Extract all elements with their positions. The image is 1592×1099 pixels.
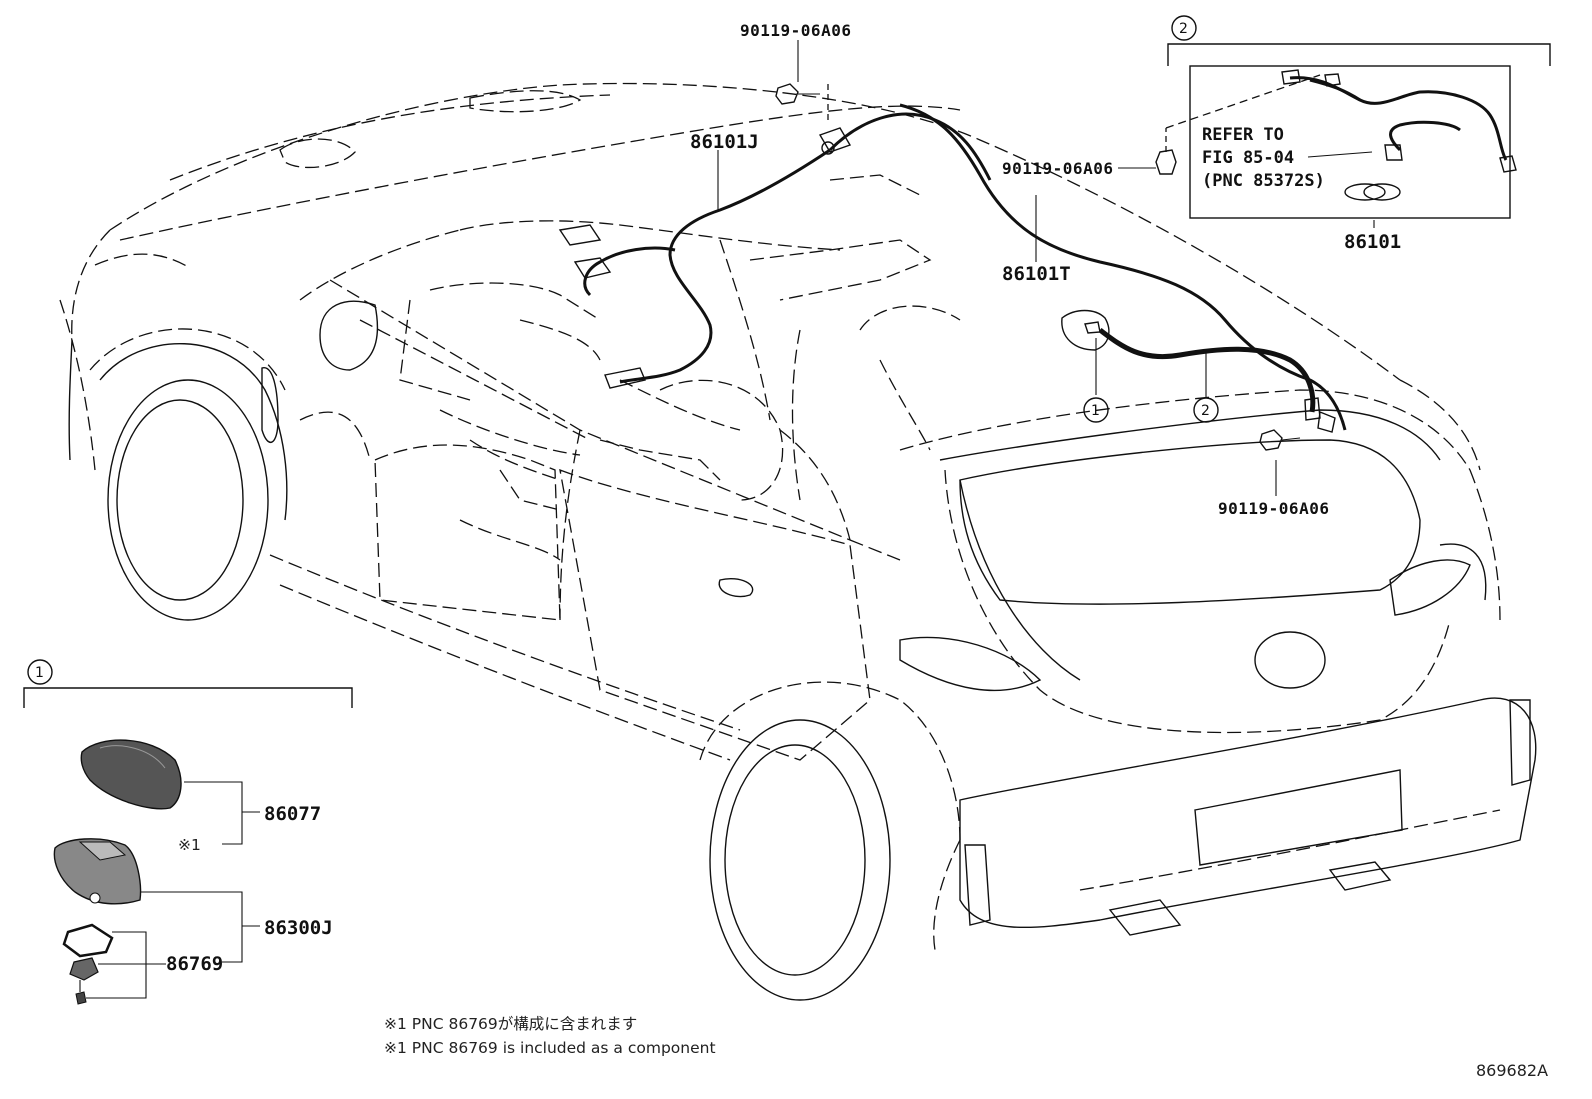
car-body-outline [59, 82, 1537, 1001]
figure-code: 869682A [1476, 1061, 1548, 1080]
label-note-mark: ※1 [178, 836, 201, 854]
callout-2-number: 2 [1201, 403, 1210, 419]
label-wire-86101j: 86101J [690, 131, 759, 153]
refer-line-3: (PNC 85372S) [1202, 171, 1325, 191]
label-bolt-mid: 90119-06A06 [1002, 159, 1113, 178]
bolt-mid-icon [1155, 74, 1321, 175]
leader-lines [717, 40, 1277, 496]
label-antenna-cover: 86077 [264, 803, 321, 825]
inset-1-circle [27, 659, 53, 685]
antenna-cover-icon [80, 739, 182, 810]
inset-1-number: 1 [35, 665, 44, 681]
wire-harness-86101j [558, 112, 992, 389]
refer-line-2: FIG 85-04 [1202, 148, 1294, 168]
callout-circle-2 [1193, 397, 1219, 423]
antenna-assembly-icon [53, 838, 142, 905]
callout-1-number: 1 [1091, 403, 1100, 419]
gasket-icon [62, 923, 114, 1005]
note-japanese: ※1 PNC 86769が構成に含まれます [384, 1015, 637, 1033]
roof-antenna-location [1061, 309, 1336, 433]
bolt-rear-icon [1259, 429, 1301, 451]
antenna-parts-inset [23, 687, 353, 1005]
bolt-top-icon [775, 83, 829, 120]
label-kit-86101: 86101 [1344, 231, 1401, 253]
refer-line-1: REFER TO [1202, 125, 1284, 145]
label-gasket: 86769 [166, 953, 223, 975]
interior-outline [399, 174, 961, 561]
inset-2-circle [1171, 15, 1197, 41]
callout-circle-1 [1083, 397, 1109, 423]
label-bolt-rear: 90119-06A06 [1218, 499, 1329, 518]
label-wire-86101t: 86101T [1002, 263, 1071, 285]
label-antenna-assy: 86300J [264, 917, 333, 939]
inset-2-number: 2 [1179, 21, 1188, 37]
kit-86101-inset [1167, 43, 1551, 228]
label-bolt-top: 90119-06A06 [740, 21, 851, 40]
note-english: ※1 PNC 86769 is included as a component [384, 1039, 716, 1057]
